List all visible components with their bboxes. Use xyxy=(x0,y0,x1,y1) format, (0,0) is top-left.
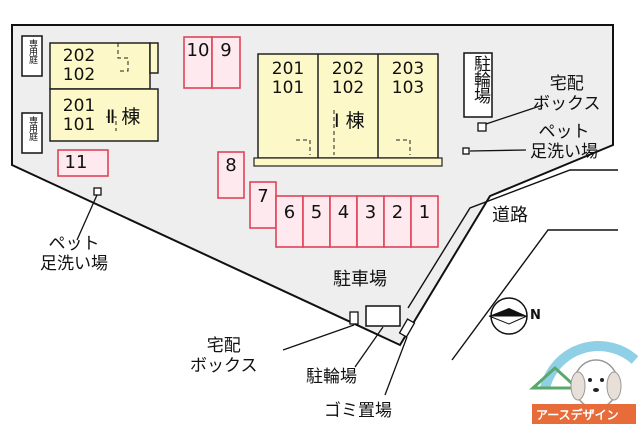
delivery-box-bottom xyxy=(349,311,359,325)
unit-number: 102 xyxy=(331,78,365,98)
parking-label-5: 5 xyxy=(310,202,323,223)
parking-label-6: 6 xyxy=(283,202,296,223)
building1-unit-1: 201 101 xyxy=(258,60,318,98)
road-line-1 xyxy=(407,169,618,309)
parking-4 xyxy=(329,195,358,248)
pet-wash-left-marker xyxy=(93,187,102,196)
building1-unit-3: 203 103 xyxy=(378,60,438,98)
parking-label-7: 7 xyxy=(257,186,269,207)
unit-number: 201 xyxy=(62,96,96,116)
parking-label-9: 9 xyxy=(220,40,232,61)
unit-number: 101 xyxy=(271,78,305,98)
unit-number: 203 xyxy=(391,59,425,79)
building-2 xyxy=(49,42,159,142)
parking-7 xyxy=(249,181,277,229)
building2-unit-top: 202 102 xyxy=(52,47,106,85)
unit-number: 202 xyxy=(331,59,365,79)
parking-group xyxy=(57,36,439,248)
private-garden-label-2: 専用庭 xyxy=(27,116,37,140)
delivery-box-top-label: 宅配 ボックス xyxy=(533,74,601,114)
building1-name: Ⅰ 棟 xyxy=(334,110,365,132)
bicycle-parking-top-label: 駐輪場 xyxy=(470,55,490,103)
road-line-2 xyxy=(451,229,618,361)
bicycle-parking-bottom-label: 駐輪場 xyxy=(306,367,357,387)
parking-8 xyxy=(217,151,245,199)
building-1 xyxy=(253,53,443,167)
logo xyxy=(529,341,639,424)
pet-wash-right-marker xyxy=(462,147,470,155)
parking-1 xyxy=(410,195,439,248)
parking-label-2: 2 xyxy=(391,202,404,223)
garbage-area xyxy=(398,318,416,338)
parking-label-4: 4 xyxy=(337,202,350,223)
unit-number: 102 xyxy=(62,65,96,85)
building1-unit-2: 202 102 xyxy=(318,60,378,98)
building2-name: Ⅱ 棟 xyxy=(106,106,141,128)
lot-area xyxy=(11,24,614,347)
parking-lot-label: 駐車場 xyxy=(333,269,387,290)
logo-text: アースデザイン xyxy=(536,408,619,422)
north-label: N xyxy=(530,308,541,323)
pet-wash-left-label: ペット 足洗い場 xyxy=(40,234,108,274)
unit-number: 202 xyxy=(62,46,96,66)
parking-label-11: 11 xyxy=(64,152,88,173)
parking-label-3: 3 xyxy=(364,202,377,223)
north-arrow xyxy=(488,297,528,335)
private-garden-2 xyxy=(21,112,43,154)
parking-label-1: 1 xyxy=(418,202,431,223)
parking-6 xyxy=(275,195,304,248)
unit-number: 201 xyxy=(271,59,305,79)
private-garden-1 xyxy=(21,35,43,77)
pet-wash-right-label: ペット 足洗い場 xyxy=(530,122,598,162)
parking-9 xyxy=(211,36,241,89)
road-label: 道路 xyxy=(492,205,528,226)
unit-number: 101 xyxy=(62,115,96,135)
garbage-label: ゴミ置場 xyxy=(324,401,392,421)
building2-unit-bottom: 201 101 xyxy=(52,97,106,135)
delivery-box-bottom-label: 宅配 ボックス xyxy=(190,336,258,376)
bicycle-parking-bottom xyxy=(365,305,401,327)
private-garden-label-1: 専用庭 xyxy=(27,39,37,63)
parking-11 xyxy=(57,149,109,177)
parking-label-10: 10 xyxy=(186,40,210,61)
parking-5 xyxy=(302,195,331,248)
unit-number: 103 xyxy=(391,78,425,98)
bicycle-parking-top xyxy=(463,52,493,118)
delivery-box-top-marker xyxy=(477,122,487,132)
parking-label-8: 8 xyxy=(225,155,237,176)
